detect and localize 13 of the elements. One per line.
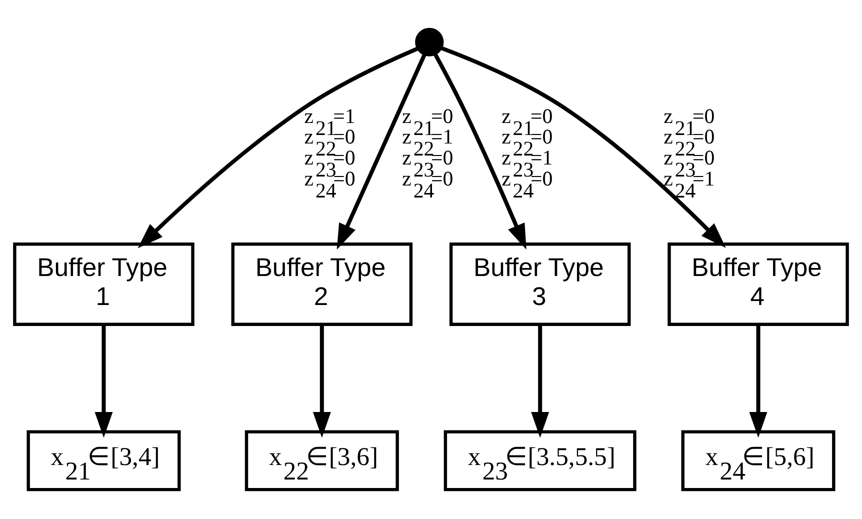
- arrow: [440, 46, 726, 248]
- node-circle: [415, 28, 444, 56]
- arrow: [531, 324, 550, 438]
- node-box: Buffer Type 2: [231, 242, 413, 326]
- node-box: Buffer Type 4: [668, 242, 849, 326]
- arrow: [138, 46, 419, 248]
- node-box: Buffer Type 1: [13, 242, 194, 326]
- arrow: [94, 324, 113, 438]
- arrow: [312, 324, 331, 438]
- arrow: [433, 52, 526, 250]
- node-box: Buffer Type 3: [449, 242, 631, 326]
- arrow: [336, 53, 427, 250]
- arrow: [749, 324, 768, 438]
